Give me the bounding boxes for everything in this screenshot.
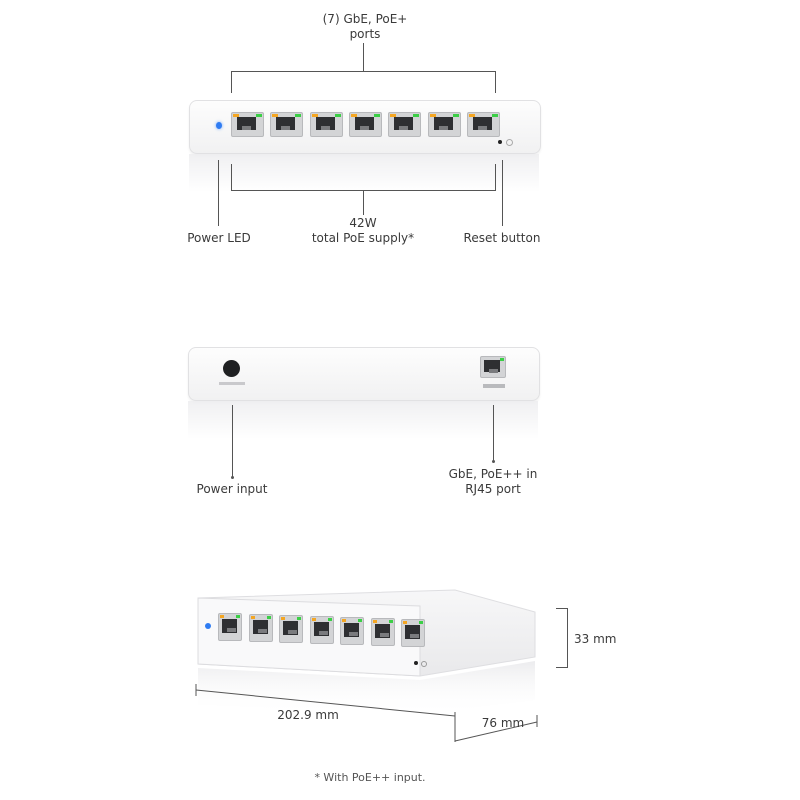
rj45-port [388,112,422,137]
reset-button[interactable] [498,140,502,144]
ports-bracket-stem [363,43,364,71]
poe-label: 42W total PoE supply* [311,216,415,245]
perspective-rj45-port [218,613,242,641]
power-input-jack [223,360,240,377]
ports-label: (7) GbE, PoE+ ports [322,12,408,41]
height-dim-bottom [556,667,568,668]
width-label: 202.9 mm [277,708,339,722]
power-led-label: Power LED [187,231,251,245]
poe-bracket-stem [363,190,364,215]
poe-bracket-left [231,164,232,190]
power-led-icon [216,122,222,129]
perspective-rj45-port [340,617,364,645]
poe-bracket-right [495,164,496,190]
power-input-label: Power input [196,482,268,496]
height-dim-vertical [567,608,568,668]
reset-pointer [502,160,503,226]
depth-label: 76 mm [481,716,525,730]
ports-bracket-left [231,71,232,93]
perspective-rj45-port [401,619,425,647]
height-label: 33 mm [574,632,617,646]
uplink-pointer [493,405,494,461]
power-input-pointer [232,405,233,477]
power-input-pointer-end [231,476,234,479]
perspective-rj45-port [370,618,395,646]
height-dim-top [556,608,568,609]
reset-indicator-icon [506,139,513,146]
ports-bracket-right [495,71,496,93]
uplink-label: GbE, PoE++ in RJ45 port [448,467,538,496]
rj45-port [466,112,500,137]
reset-label: Reset button [463,231,541,245]
rj45-port [348,112,382,137]
power-led-pointer [218,160,219,226]
rj45-port [309,112,343,137]
perspective-power-led-icon [205,623,211,629]
uplink-port-label-text [483,384,505,388]
ports-bracket-top [231,71,496,72]
perspective-rj45-port [279,615,303,643]
rj45-port [270,112,304,137]
switch-front-reflection [189,154,539,192]
power-jack-label-text [219,382,245,385]
uplink-rj45-port [480,356,506,378]
switch-rear-reflection [188,401,538,439]
perspective-rj45-port [309,616,334,644]
footnote: * With PoE++ input. [314,771,426,784]
perspective-reset-ring-icon [421,661,427,667]
perspective-rj45-port [248,614,273,642]
rj45-port [231,112,264,137]
rj45-port [427,112,461,137]
perspective-reset-icon [414,661,418,665]
uplink-pointer-end [492,460,495,463]
